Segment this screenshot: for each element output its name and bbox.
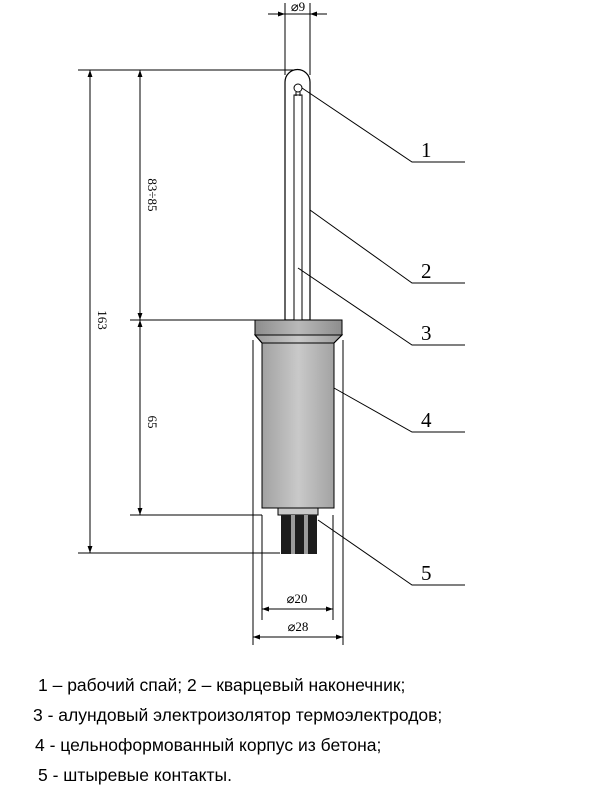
callout-2: 2 (421, 259, 432, 283)
legend-line-1: 1 – рабочий спай; 2 – кварцевый наконечн… (38, 675, 406, 695)
dim-total-length: 163 (95, 310, 110, 330)
extension-lines (78, 3, 344, 645)
thermocouple-drawing: ⌀9 83÷85 163 65 ⌀20 ⌀28 1 2 3 4 (78, 0, 465, 645)
dimension-lines (87, 11, 343, 640)
pin-contact (304, 515, 308, 554)
pin-contacts (277, 507, 319, 554)
leader-lines (297, 87, 465, 586)
insulator (293, 94, 303, 321)
callout-5: 5 (421, 561, 432, 585)
dim-tip-diameter: ⌀9 (291, 0, 305, 14)
dim-outer-diameter: ⌀28 (288, 619, 309, 634)
legend: 1 – рабочий спай; 2 – кварцевый наконечн… (0, 668, 597, 796)
pin-contact (281, 515, 291, 554)
pin-contact (291, 515, 295, 554)
pin-contact (295, 515, 304, 554)
callout-4: 4 (421, 408, 432, 432)
pin-contact (308, 515, 317, 554)
dim-tip-length: 83÷85 (145, 178, 160, 211)
dim-inner-diameter: ⌀20 (287, 591, 308, 606)
legend-line-4: 5 - штыревые контакты. (38, 765, 232, 785)
dim-body-length: 65 (145, 416, 160, 429)
legend-line-2: 3 - алундовый электроизолятор термоэлект… (33, 705, 443, 725)
callout-3: 3 (421, 321, 432, 345)
body-chamfer-lines (254, 334, 343, 344)
legend-line-3: 4 - цельноформованный корпус из бетона; (35, 735, 382, 755)
body-cap (254, 319, 343, 336)
concrete-body (253, 334, 344, 509)
pin-base (277, 507, 319, 516)
callout-1: 1 (421, 138, 432, 162)
